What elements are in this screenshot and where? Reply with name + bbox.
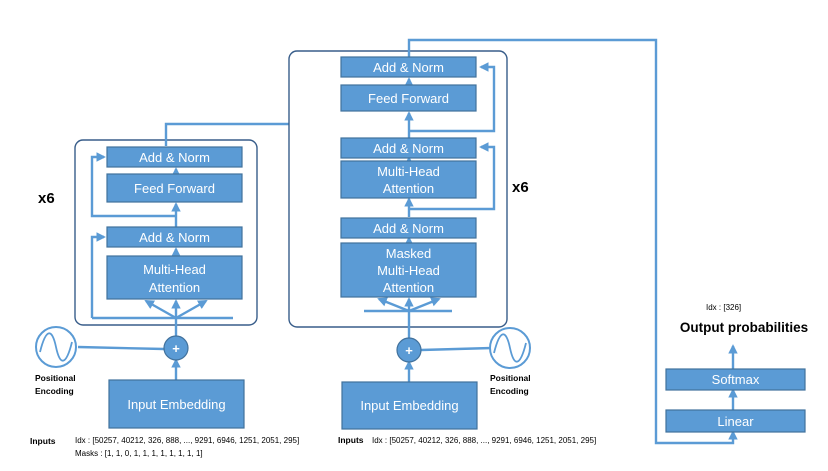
- output-idx-text: Idx : [326]: [706, 303, 741, 312]
- encoder-attention-line2: Attention: [149, 280, 200, 295]
- output-probabilities-title: Output probabilities: [680, 320, 808, 335]
- encoder-add-norm-top: [106, 146, 243, 168]
- decoder-add-norm-bottom-label: Add & Norm: [373, 221, 444, 236]
- decoder-add-norm-top-label: Add & Norm: [373, 60, 444, 75]
- decoder-repeat-label: x6: [512, 179, 529, 196]
- decoder-masked-line2: Multi-Head: [377, 263, 440, 278]
- softmax-label: Softmax: [712, 372, 760, 387]
- decoder-positional-line2: Encoding: [490, 386, 529, 396]
- decoder-positional-icon: [489, 327, 531, 369]
- decoder-idx-text: Idx : [50257, 40212, 326, 888, ..., 9291…: [372, 436, 596, 445]
- decoder-input-embedding: [341, 381, 478, 430]
- decoder-inputs-label: Inputs: [338, 435, 364, 445]
- encoder-connectors: [77, 122, 341, 380]
- decoder-attention-line1: Multi-Head: [377, 164, 440, 179]
- encoder-feed-forward: [106, 173, 243, 203]
- encoder-input-embedding-label: Input Embedding: [127, 397, 225, 412]
- encoder-attention-line1: Multi-Head: [143, 262, 206, 277]
- decoder-plus-symbol: +: [405, 343, 413, 358]
- encoder-positional-line2: Encoding: [35, 386, 74, 396]
- decoder-connectors: [364, 38, 738, 445]
- encoder-plus-symbol: +: [172, 341, 180, 356]
- encoder-add-norm-bottom: [106, 226, 243, 248]
- softmax-layer: [665, 368, 806, 391]
- linear-layer: [665, 409, 806, 433]
- decoder-add-norm-bottom: [340, 217, 477, 239]
- decoder-attention-line2: Attention: [383, 181, 434, 196]
- decoder-feed-forward: [340, 84, 477, 112]
- encoder-repeat-label: x6: [38, 190, 55, 207]
- decoder-masked-multi-head-attention: [340, 242, 477, 298]
- encoder-multi-head-attention: [106, 255, 243, 300]
- decoder-positional-line1: Positional: [490, 373, 531, 383]
- encoder-input-embedding: [108, 379, 245, 429]
- decoder-plus-node: [396, 337, 422, 363]
- encoder-add-norm-bottom-label: Add & Norm: [139, 230, 210, 245]
- linear-label: Linear: [717, 414, 754, 429]
- decoder-feed-forward-label: Feed Forward: [368, 91, 449, 106]
- decoder-add-norm-middle: [340, 137, 477, 159]
- encoder-inputs-label: Inputs: [30, 436, 56, 446]
- decoder-input-embedding-label: Input Embedding: [360, 398, 458, 413]
- encoder-idx-text: Idx : [50257, 40212, 326, 888, ..., 9291…: [75, 436, 299, 445]
- encoder-add-norm-top-label: Add & Norm: [139, 150, 210, 165]
- encoder-masks-text: Masks : [1, 1, 0, 1, 1, 1, 1, 1, 1, 1, 1…: [75, 449, 203, 458]
- decoder-masked-line3: Attention: [383, 280, 434, 295]
- decoder-add-norm-middle-label: Add & Norm: [373, 141, 444, 156]
- encoder-feed-forward-label: Feed Forward: [134, 181, 215, 196]
- encoder-positional-line1: Positional: [35, 373, 76, 383]
- decoder-add-norm-top: [340, 56, 477, 78]
- encoder-plus-node: [163, 335, 189, 361]
- decoder-masked-line1: Masked: [386, 246, 432, 261]
- encoder-positional-icon: [35, 326, 77, 368]
- decoder-multi-head-attention: [340, 160, 477, 199]
